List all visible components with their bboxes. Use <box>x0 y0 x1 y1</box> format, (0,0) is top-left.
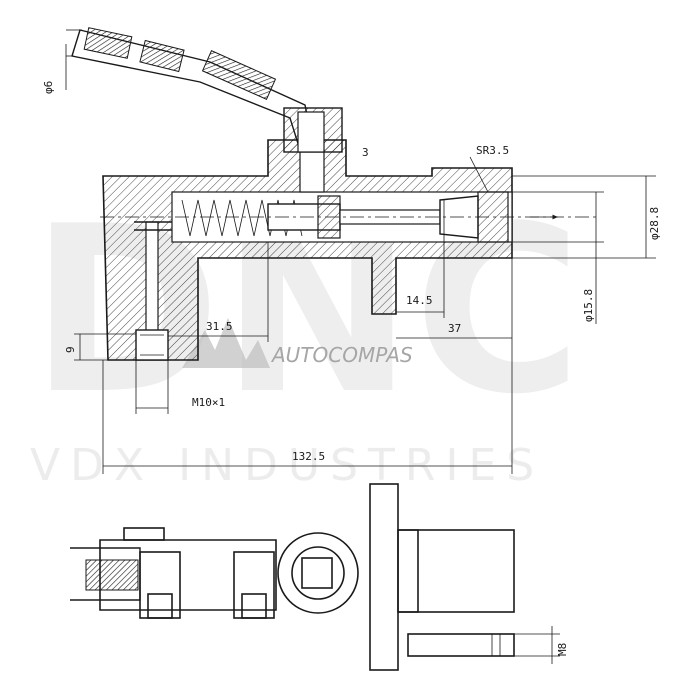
watermark-logo-text: AUTOCOMPAS <box>270 343 413 367</box>
dim-d6: φ6 <box>42 81 55 94</box>
dim-m8: M8 <box>556 643 569 656</box>
dim-d28-8: φ28.8 <box>648 207 661 240</box>
dim-31-5: 31.5 <box>206 320 233 333</box>
dim-37: 37 <box>448 322 461 335</box>
side-view: M8 <box>70 483 569 671</box>
mounting-flange <box>369 483 399 671</box>
inlet-hose-assembly <box>65 27 343 153</box>
mounting-stud <box>407 633 515 657</box>
watermark-logo-mark <box>182 318 270 368</box>
watermark-subtitle: VDX INDUSTRIES <box>30 440 544 491</box>
dim-d15-8: φ15.8 <box>582 289 595 322</box>
inlet-channel <box>299 149 325 193</box>
outlet-port <box>135 329 169 361</box>
reservoir-lug-left <box>139 551 181 619</box>
dim-9: 9 <box>64 346 77 353</box>
dim-thread: M10×1 <box>192 396 225 409</box>
dim-sr: SR3.5 <box>476 144 509 157</box>
outlet-drill <box>145 221 159 333</box>
dim-length: 132.5 <box>292 450 325 463</box>
reservoir-lug-right <box>233 551 275 619</box>
dim-chamfer: 3 <box>362 146 369 159</box>
dim-14-5: 14.5 <box>406 294 433 307</box>
section-dimensions: φ6 3 SR3.5 φ28.8 φ15.8 14.5 37 31.5 9 M1… <box>42 81 661 474</box>
side-body <box>99 539 277 611</box>
port-boss <box>277 532 359 614</box>
